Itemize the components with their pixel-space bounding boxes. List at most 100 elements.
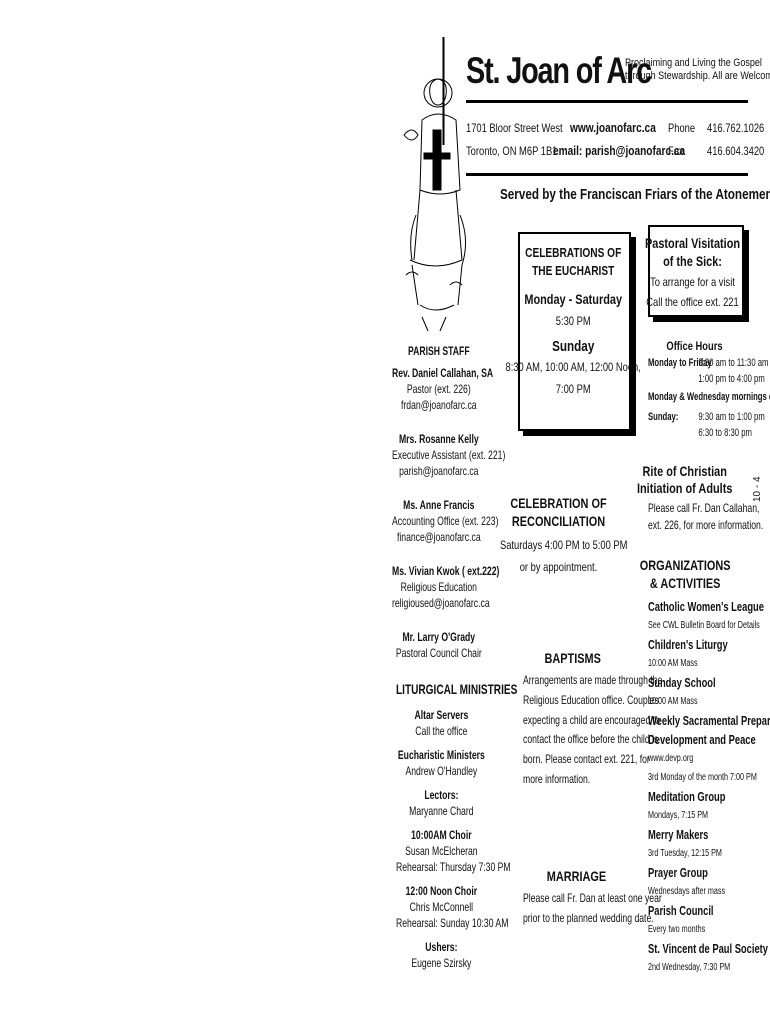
ministry-name: 12:00 Noon Choir bbox=[405, 884, 478, 898]
tagline: Proclaiming and Living the Gospel throug… bbox=[625, 57, 770, 83]
staff-role: Religious Education bbox=[400, 580, 477, 594]
organization-name: Children's Liturgy bbox=[648, 637, 728, 652]
organization-detail: 3rd Monday of the month 7:00 PM bbox=[648, 772, 757, 783]
staff-email[interactable]: finance@joanofarc.ca bbox=[396, 530, 481, 544]
eucharist-title1: CELEBRATIONS OF bbox=[525, 245, 622, 260]
rcia-body: Please call Fr. Dan Callahan, ext. 226, … bbox=[648, 500, 763, 534]
office-hours-row1-time1: 9:30 am to 11:30 am bbox=[698, 357, 769, 369]
website-link[interactable]: www.joanofarc.ca bbox=[570, 120, 656, 135]
organization-name: Meditation Group bbox=[648, 789, 726, 804]
organization-detail: 10:00 AM Mass bbox=[648, 658, 698, 669]
pastoral-content: Pastoral Visitation of the Sick: To arra… bbox=[634, 234, 751, 310]
staff-name: Rev. Daniel Callahan, SA bbox=[392, 366, 494, 380]
staff-role: Pastor (ext. 226) bbox=[406, 382, 471, 396]
organization-name: Sunday School bbox=[648, 675, 716, 690]
organization-name: Catholic Women's League bbox=[648, 599, 764, 614]
staff-email[interactable]: parish@joanofarc.ca bbox=[399, 464, 479, 478]
organization-name: Prayer Group bbox=[648, 865, 708, 880]
staff-name: Mrs. Rosanne Kelly bbox=[398, 432, 479, 446]
organization-item: Weekly Sacramental Preparation bbox=[648, 711, 770, 730]
rcia-title2: Initiation of Adults bbox=[636, 480, 733, 496]
baptisms-line: born. Please contact ext. 221, for bbox=[523, 752, 650, 767]
served-by-line: Served by the Franciscan Friars of the A… bbox=[500, 186, 770, 203]
ministry-name: 10:00AM Choir bbox=[411, 828, 472, 842]
email-link[interactable]: email: parish@joanofarc.ca bbox=[553, 143, 686, 158]
reconciliation-line2: or by appointment. bbox=[519, 560, 598, 574]
office-hours-table: Monday to Friday 9:30 am to 11:30 am 1:0… bbox=[648, 355, 770, 443]
header-rule-top bbox=[466, 100, 748, 103]
organization-name: Parish Council bbox=[648, 903, 714, 918]
office-hours-row1-time2: 1:00 pm to 4:00 pm bbox=[698, 373, 765, 385]
office-hours-sunday-time2: 6:30 to 8:30 pm bbox=[698, 427, 752, 439]
ministry-detail: Susan McElcheran bbox=[405, 844, 478, 858]
reconciliation-title1: CELEBRATION OF bbox=[510, 495, 607, 511]
organizations-title2: & ACTIVITIES bbox=[649, 575, 721, 591]
eucharist-title2: THE EUCHARIST bbox=[532, 263, 615, 278]
baptisms-line: contact the office before the child is bbox=[523, 732, 659, 747]
side-number: 10 - 4 bbox=[752, 476, 763, 502]
staff-email[interactable]: religioused@joanofarc.ca bbox=[392, 596, 490, 610]
organization-name: Weekly Sacramental Preparation bbox=[648, 713, 770, 728]
staff-name: Ms. Anne Francis bbox=[403, 498, 475, 512]
phone-number: 416.762.1026 bbox=[707, 121, 765, 135]
office-hours-closed-note: Monday & Wednesday mornings closed. bbox=[648, 391, 770, 403]
organization-item: Children's Liturgy 10:00 AM Mass bbox=[648, 635, 756, 673]
liturgical-heading: LITURGICAL MINISTRIES bbox=[396, 681, 518, 697]
organization-detail: Mondays, 7:15 PM bbox=[648, 810, 709, 821]
reconciliation-section: CELEBRATION OF RECONCILIATION Saturdays … bbox=[500, 494, 627, 576]
marriage-line2: prior to the planned wedding date. bbox=[523, 911, 654, 925]
ministry-name: Eucharistic Ministers bbox=[397, 748, 485, 762]
staff-name: Mr. Larry O'Grady bbox=[402, 630, 476, 644]
organization-detail: Every two months bbox=[648, 924, 706, 935]
parish-title: St. Joan of Arc bbox=[466, 50, 652, 91]
baptisms-line: expecting a child are encouraged to bbox=[523, 712, 660, 727]
ministry-detail: Andrew O'Handley bbox=[405, 764, 478, 778]
office-hours-row1-label: Monday to Friday bbox=[648, 357, 712, 369]
fax-label: Fax bbox=[668, 144, 684, 158]
eucharist-weekday-time: 5:30 PM bbox=[555, 314, 591, 328]
ministry-detail: Eugene Szirsky bbox=[411, 956, 472, 970]
rcia-section: Rite of Christian Initiation of Adults bbox=[634, 463, 735, 497]
ministry-name: Ushers: bbox=[425, 940, 458, 954]
eucharist-sunday-times2: 7:00 PM bbox=[555, 382, 591, 396]
office-hours-sunday-time1: 9:30 am to 1:00 pm bbox=[698, 411, 765, 423]
ministry-detail: Rehearsal: Sunday 10:30 AM bbox=[396, 916, 509, 930]
organization-detail: www.devp.org bbox=[648, 753, 694, 764]
eucharist-box bbox=[518, 232, 631, 431]
ministry-detail: Rehearsal: Thursday 7:30 PM bbox=[396, 860, 511, 874]
ministry-item: Lectors: Maryanne Chard bbox=[396, 787, 487, 819]
marriage-title: MARRIAGE bbox=[546, 868, 607, 884]
eucharist-sunday-label: Sunday bbox=[552, 338, 595, 355]
organization-detail: 2nd Wednesday, 7:30 PM bbox=[648, 962, 731, 973]
staff-email[interactable]: frdan@joanofarc.ca bbox=[401, 398, 477, 412]
baptisms-title: BAPTISMS bbox=[544, 650, 601, 666]
marriage-body: Please call Fr. Dan at least one year pr… bbox=[523, 888, 662, 928]
pastoral-title1: Pastoral Visitation bbox=[644, 235, 741, 251]
ministry-name: Lectors: bbox=[424, 788, 459, 802]
rcia-title1: Rite of Christian bbox=[642, 463, 727, 479]
staff-name: Ms. Vivian Kwok ( ext.222) bbox=[392, 564, 500, 578]
ministry-detail: Maryanne Chard bbox=[409, 804, 474, 818]
ministry-detail: Chris McConnell bbox=[409, 900, 474, 914]
organization-name: Merry Makers bbox=[648, 827, 709, 842]
staff-member: Rev. Daniel Callahan, SA Pastor (ext. 226… bbox=[392, 365, 494, 413]
reconciliation-title2: RECONCILIATION bbox=[511, 513, 606, 529]
ministry-detail: Call the office bbox=[415, 724, 468, 738]
office-hours-title: Office Hours bbox=[666, 339, 723, 353]
fax-number: 416.604.3420 bbox=[707, 144, 765, 158]
